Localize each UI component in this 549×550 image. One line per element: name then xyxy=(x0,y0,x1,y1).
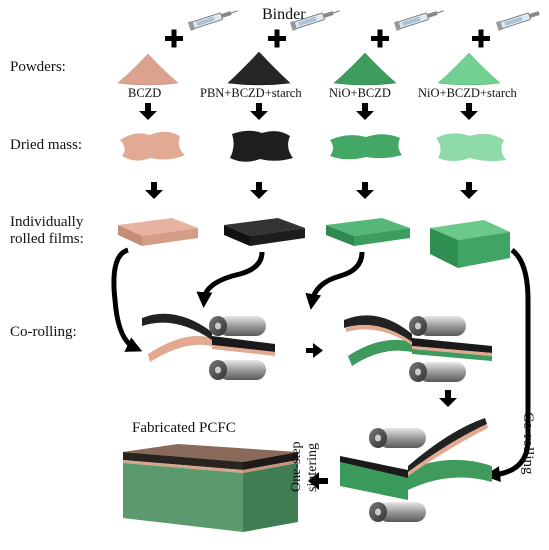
connector-arrow-bczd-to-corolling xyxy=(111,247,143,352)
corolling-stage-2 xyxy=(344,315,492,382)
arrow-right-icon-corolling xyxy=(306,343,323,358)
connector-arrow-anode-to-corolling xyxy=(305,251,365,310)
syringe-icon-3 xyxy=(393,10,444,31)
plus-icon-4 xyxy=(472,29,490,48)
arrow-down-icon-8 xyxy=(460,182,478,199)
film-nio-bczd xyxy=(326,218,410,246)
powder-pile-pbn-bczd-starch xyxy=(227,51,291,86)
powder-label-nio-bczd: NiO+BCZD xyxy=(329,86,391,100)
dried-mass-pbn-bczd-starch xyxy=(230,130,293,162)
powder-pile-bczd xyxy=(117,53,179,86)
stage-label-films-line1: Individually xyxy=(10,214,84,230)
arrow-down-icon-6 xyxy=(250,182,268,199)
plus-icon-3 xyxy=(371,29,389,48)
arrow-down-icon-4 xyxy=(460,103,478,120)
film-bczd xyxy=(118,218,198,246)
powder-label-nio-bczd-starch: NiO+BCZD+starch xyxy=(418,86,517,100)
film-pbn-bczd-starch xyxy=(224,218,305,246)
dried-mass-bczd xyxy=(120,131,185,161)
dried-mass-nio-bczd-starch xyxy=(436,133,506,162)
plus-icon-2 xyxy=(268,29,286,48)
fabricated-pcfc-block xyxy=(123,444,298,532)
syringe-icon-4 xyxy=(495,11,540,31)
corolling-stage-3 xyxy=(340,418,492,522)
powder-label-bczd: BCZD xyxy=(128,86,162,100)
powder-pile-nio-bczd-starch xyxy=(437,52,501,86)
arrow-down-icon-2 xyxy=(250,103,268,120)
syringe-icon-1 xyxy=(187,10,238,31)
stage-label-dried-mass: Dried mass: xyxy=(10,137,83,153)
arrow-down-icon-7 xyxy=(356,182,374,199)
dried-mass-nio-bczd xyxy=(330,134,402,160)
stage-label-powders: Powders: xyxy=(10,59,66,75)
arrow-down-icon-final xyxy=(439,390,457,407)
film-nio-bczd-starch-thick xyxy=(430,220,510,268)
stage-label-corolling: Co-rolling: xyxy=(10,324,77,340)
fabricated-pcfc-label: Fabricated PCFC xyxy=(132,420,236,436)
arrow-down-icon-3 xyxy=(356,103,374,120)
plus-icon-1 xyxy=(165,29,183,48)
powder-pile-nio-bczd xyxy=(333,52,397,86)
sintering-label-line1: One-step xyxy=(289,441,304,492)
powder-label-pbn-bczd-starch: PBN+BCZD+starch xyxy=(200,86,302,100)
connector-arrow-cathode-to-corolling xyxy=(196,251,265,308)
stage-label-films-line2: rolled films: xyxy=(10,231,84,247)
binder-label: Binder xyxy=(262,6,306,23)
arrow-down-icon-1 xyxy=(139,103,157,120)
corolling-stage-1 xyxy=(142,313,275,380)
side-corolling-label: Co-rolling xyxy=(520,412,536,475)
connector-arrow-support-to-final xyxy=(484,248,531,482)
arrow-down-icon-5 xyxy=(145,182,163,199)
arrow-left-icon-sintering xyxy=(308,472,328,490)
sintering-label-line2: sintering xyxy=(305,443,320,492)
syringe-icon-2 xyxy=(289,10,340,31)
